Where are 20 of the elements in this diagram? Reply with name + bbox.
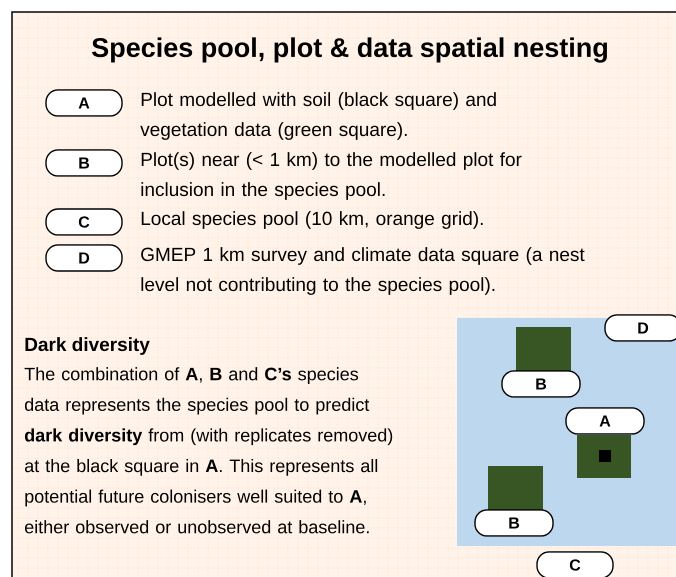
paragraph: The combination of A, B and C’s species data represents the species pool to predict dark diversity from (with replicates removed) at the black square in A. This represents all potential future colonisers well suited to A, either observed or unobserved at baseline.: [24, 367, 392, 534]
key-pill: B: [45, 149, 123, 177]
description: Plot(s) near (< 1 km) to the modelled plot for inclusion in the species pool.: [141, 152, 522, 200]
label-pill: C: [536, 551, 614, 577]
plot-square: [577, 434, 631, 478]
key-pill: C: [45, 208, 123, 236]
key-pill: A: [45, 89, 123, 117]
description: GMEP 1 km survey and climate data square (a nest level not contributing to the species pool).: [141, 247, 585, 295]
plot-square: [516, 326, 571, 372]
title: Species pool, plot & data spatial nesting: [92, 37, 607, 63]
key-pill: D: [45, 244, 123, 272]
description: Local species pool (10 km, orange grid).: [142, 211, 483, 229]
label-pill: B: [501, 370, 581, 398]
label-pill: A: [565, 407, 645, 435]
soil-square: [599, 450, 611, 462]
description: Plot modelled with soil (black square) and vegetation data (green square).: [140, 92, 496, 140]
plot-square: [488, 466, 543, 510]
label-pill: D: [604, 314, 676, 342]
label-pill: B: [474, 509, 554, 537]
heading: Dark diversity: [25, 337, 150, 355]
